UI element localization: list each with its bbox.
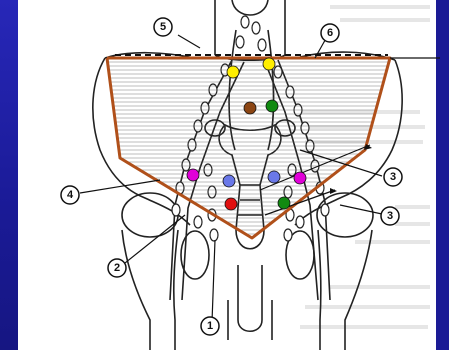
svg-text:2: 2 — [114, 262, 120, 274]
marker-green-lower — [278, 197, 290, 209]
marker-magenta-right — [294, 172, 306, 184]
svg-text:6: 6 — [327, 27, 333, 39]
marker-yellow-right — [263, 58, 275, 70]
marker-red — [225, 198, 237, 210]
marker-blue-right — [268, 171, 280, 183]
marker-magenta-left — [187, 169, 199, 181]
marker-blue-left — [223, 175, 235, 187]
marker-green-upper — [266, 100, 278, 112]
callout-3-upper: 3 — [384, 168, 402, 186]
callout-6: 6 — [321, 24, 339, 42]
marker-yellow-left — [227, 66, 239, 78]
callout-3-lower: 3 — [381, 207, 399, 225]
callout-2: 2 — [108, 259, 126, 277]
svg-text:1: 1 — [207, 320, 213, 332]
callout-5: 5 — [154, 18, 172, 36]
marker-brown — [244, 102, 256, 114]
svg-text:3: 3 — [390, 171, 396, 183]
callout-4: 4 — [61, 186, 79, 204]
svg-text:3: 3 — [387, 210, 393, 222]
callout-1: 1 — [201, 317, 219, 335]
svg-text:5: 5 — [160, 21, 166, 33]
svg-text:4: 4 — [67, 189, 74, 201]
